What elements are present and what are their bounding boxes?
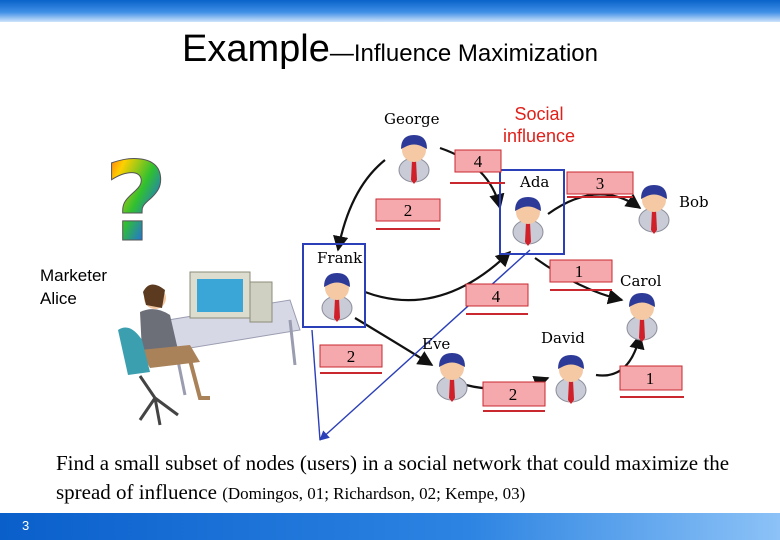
- svg-text:4: 4: [492, 287, 501, 306]
- avatar-george: [398, 134, 430, 185]
- weight-david-carol: 1: [619, 365, 684, 398]
- node-name-david: David: [541, 329, 585, 347]
- seed-box-frank: [302, 243, 366, 328]
- top-banner: [0, 0, 780, 22]
- edge-ada-bob: [547, 193, 642, 215]
- avatar-carol: [626, 292, 658, 343]
- seed-influence-lines: [311, 249, 531, 441]
- title-main: Example: [182, 28, 330, 70]
- edge-frank-eve: [354, 317, 434, 366]
- node-name-eve: Eve: [422, 335, 450, 353]
- marketer-label-line1: Marketer: [40, 266, 108, 285]
- svg-text:2: 2: [509, 385, 518, 404]
- svg-text:?: ?: [104, 138, 168, 266]
- seed-line-ada: [319, 249, 531, 441]
- marketer-label-line2: Alice: [40, 289, 77, 308]
- svg-text:2: 2: [404, 201, 413, 220]
- slide-number: 3: [22, 518, 30, 533]
- seed-line-frank: [311, 329, 321, 441]
- weight-frank-eve: 2: [319, 344, 383, 374]
- title-subtitle: —Influence Maximization: [329, 40, 598, 67]
- avatar-bob: [638, 184, 670, 235]
- svg-text:4: 4: [474, 152, 483, 171]
- marketer-label: Marketer Alice: [40, 264, 107, 310]
- social-influence-label: Social influence: [502, 104, 576, 146]
- avatar-eve: [436, 352, 468, 403]
- svg-text:2: 2: [347, 347, 356, 366]
- edge-ada-carol: [534, 257, 624, 305]
- slide-title: Example—Influence Maximization: [0, 28, 780, 71]
- avatar-ada: [512, 196, 544, 247]
- weight-ada-bob: 3: [566, 171, 634, 198]
- marketer-illustration: [118, 271, 301, 426]
- node-name-george: George: [384, 110, 440, 128]
- node-name-frank: Frank: [317, 249, 363, 267]
- avatar-frank: [321, 272, 353, 323]
- node-name-ada: Ada: [519, 173, 549, 191]
- svg-text:1: 1: [575, 262, 584, 281]
- slide-caption: Find a small subset of nodes (users) in …: [56, 449, 766, 508]
- weight-labels: 4 3 2 1 4 2 2: [319, 149, 684, 412]
- seed-box-ada: [499, 169, 565, 255]
- edge-george-frank: [333, 159, 386, 252]
- svg-text:1: 1: [646, 369, 655, 388]
- caption-text: Find a small subset of nodes (users) in …: [56, 451, 730, 504]
- svg-text:3: 3: [596, 174, 605, 193]
- weight-frank-ada: 4: [465, 283, 529, 315]
- weight-ada-carol: 1: [549, 259, 613, 291]
- caption-references: (Domingos, 01; Richardson, 02; Kempe, 03…: [222, 484, 526, 503]
- weight-george-frank: 2: [375, 198, 441, 230]
- question-mark-icon: ?: [104, 138, 169, 267]
- avatar-david: [555, 354, 587, 405]
- edge-frank-ada: [364, 250, 512, 302]
- weight-eve-david: 2: [482, 381, 546, 412]
- node-name-carol: Carol: [620, 272, 662, 290]
- node-name-bob: Bob: [679, 193, 709, 211]
- bottom-banner: [0, 513, 780, 540]
- weight-george-ada: 4: [450, 149, 505, 184]
